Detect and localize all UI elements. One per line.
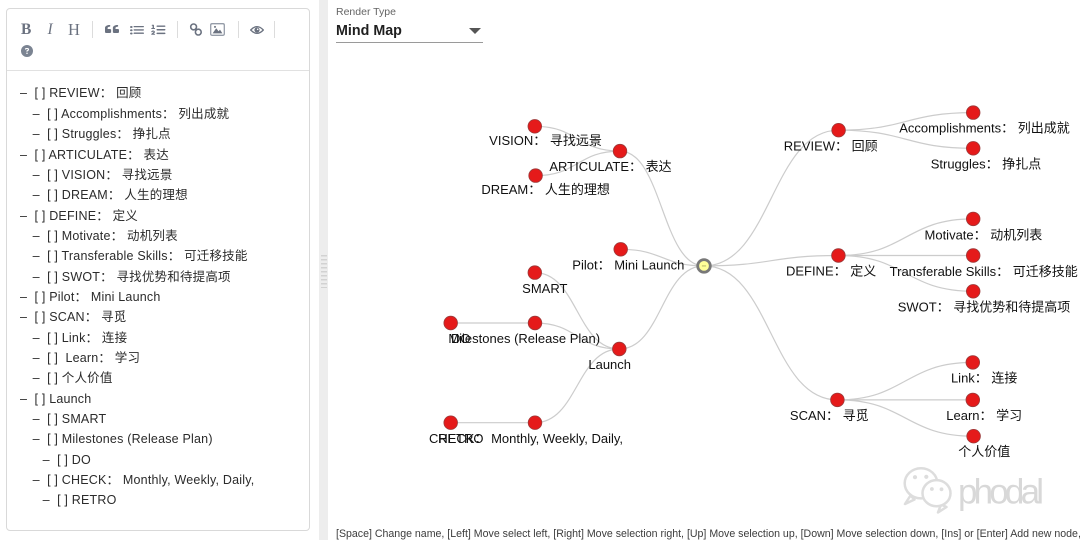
svg-text:Launch: Launch <box>588 357 631 372</box>
svg-text:Transferable Skills： 可迁移技能: Transferable Skills： 可迁移技能 <box>890 264 1078 279</box>
svg-text:Learn： 学习: Learn： 学习 <box>946 408 1022 423</box>
svg-text:Milestones (Release Plan): Milestones (Release Plan) <box>448 331 600 346</box>
svg-text:DEFINE： 定义: DEFINE： 定义 <box>786 264 876 279</box>
svg-text:SMART: SMART <box>522 281 567 296</box>
svg-text:REVIEW： 回顾: REVIEW： 回顾 <box>784 138 878 153</box>
svg-text:Accomplishments： 列出成就: Accomplishments： 列出成就 <box>899 121 1069 136</box>
svg-text:ARTICULATE： 表达: ARTICULATE： 表达 <box>549 159 671 174</box>
svg-text:Struggles： 挣扎点: Struggles： 挣扎点 <box>931 156 1042 171</box>
svg-text:DO: DO <box>451 331 471 346</box>
svg-text:Link： 连接: Link： 连接 <box>951 370 1017 385</box>
svg-text:SWOT： 寻找优势和待提高项: SWOT： 寻找优势和待提高项 <box>898 300 1071 315</box>
svg-text:Pilot： Mini Launch: Pilot： Mini Launch <box>572 257 684 272</box>
svg-text:个人价值: 个人价值 <box>958 444 1010 459</box>
svg-text:RETRO: RETRO <box>438 431 484 446</box>
svg-text:CHECK： Monthly, Weekly, Daily,: CHECK： Monthly, Weekly, Daily, <box>429 431 623 446</box>
svg-text:DREAM： 人生的理想: DREAM： 人生的理想 <box>481 182 610 197</box>
svg-text:phodal: phodal <box>958 473 1045 512</box>
svg-text:VISION： 寻找远景: VISION： 寻找远景 <box>489 133 602 148</box>
svg-text:SCAN： 寻觅: SCAN： 寻觅 <box>790 408 869 423</box>
svg-text:Motivate： 动机列表: Motivate： 动机列表 <box>925 227 1043 242</box>
